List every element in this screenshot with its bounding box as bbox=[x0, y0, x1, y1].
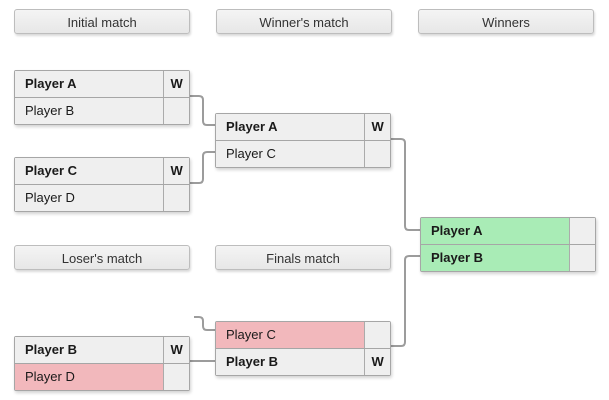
win-marker-cell: W bbox=[163, 71, 189, 97]
match-row: Player D bbox=[15, 363, 189, 390]
match-box-initial-2: Player C W Player D bbox=[14, 157, 190, 212]
match-box-winners: Player A Player B bbox=[420, 217, 596, 272]
connector-initial2-to-winners-match bbox=[190, 151, 216, 184]
win-marker-cell: W bbox=[364, 114, 390, 140]
header-winners: Winners bbox=[418, 9, 594, 34]
match-row: Player A bbox=[421, 218, 595, 244]
connector-initial1-to-winners-match bbox=[190, 95, 216, 126]
match-box-winners-match: Player A W Player C bbox=[215, 113, 391, 168]
match-box-initial-1: Player A W Player B bbox=[14, 70, 190, 125]
win-marker-cell bbox=[569, 218, 595, 244]
win-marker-cell bbox=[364, 141, 390, 167]
player-name-cell: Player B bbox=[421, 245, 570, 271]
win-marker-cell bbox=[163, 364, 189, 390]
player-name-cell: Player A bbox=[216, 114, 365, 140]
match-row: Player B W bbox=[15, 337, 189, 363]
player-name-cell: Player D bbox=[15, 364, 164, 390]
player-name-cell: Player A bbox=[421, 218, 570, 244]
match-row: Player C W bbox=[15, 158, 189, 184]
match-row: Player C bbox=[216, 322, 390, 348]
match-row: Player A W bbox=[15, 71, 189, 97]
header-initial-match: Initial match bbox=[14, 9, 190, 34]
match-box-losers-match: Player B W Player D bbox=[14, 336, 190, 391]
win-marker-cell bbox=[163, 98, 189, 124]
player-name-cell: Player B bbox=[216, 349, 365, 375]
player-name-cell: Player C bbox=[216, 141, 365, 167]
win-marker-cell: W bbox=[364, 349, 390, 375]
player-name-cell: Player D bbox=[15, 185, 164, 211]
match-row: Player B bbox=[15, 97, 189, 124]
match-box-finals: Player C Player B W bbox=[215, 321, 391, 376]
win-marker-cell bbox=[364, 322, 390, 348]
match-row: Player B W bbox=[216, 348, 390, 375]
header-finals-match: Finals match bbox=[215, 245, 391, 270]
match-row: Player B bbox=[421, 244, 595, 271]
header-losers-match: Loser's match bbox=[14, 245, 190, 270]
win-marker-cell: W bbox=[163, 337, 189, 363]
player-name-cell: Player C bbox=[216, 322, 365, 348]
win-marker-cell bbox=[569, 245, 595, 271]
connector-finals-to-winners bbox=[391, 255, 420, 347]
player-name-cell: Player A bbox=[15, 71, 164, 97]
match-row: Player A W bbox=[216, 114, 390, 140]
connector-drop-to-finals bbox=[194, 316, 216, 331]
connector-winners-match-to-winners bbox=[391, 138, 420, 231]
header-winners-match: Winner's match bbox=[216, 9, 392, 34]
player-name-cell: Player C bbox=[15, 158, 164, 184]
win-marker-cell: W bbox=[163, 158, 189, 184]
win-marker-cell bbox=[163, 185, 189, 211]
match-row: Player D bbox=[15, 184, 189, 211]
match-row: Player C bbox=[216, 140, 390, 167]
player-name-cell: Player B bbox=[15, 337, 164, 363]
player-name-cell: Player B bbox=[15, 98, 164, 124]
